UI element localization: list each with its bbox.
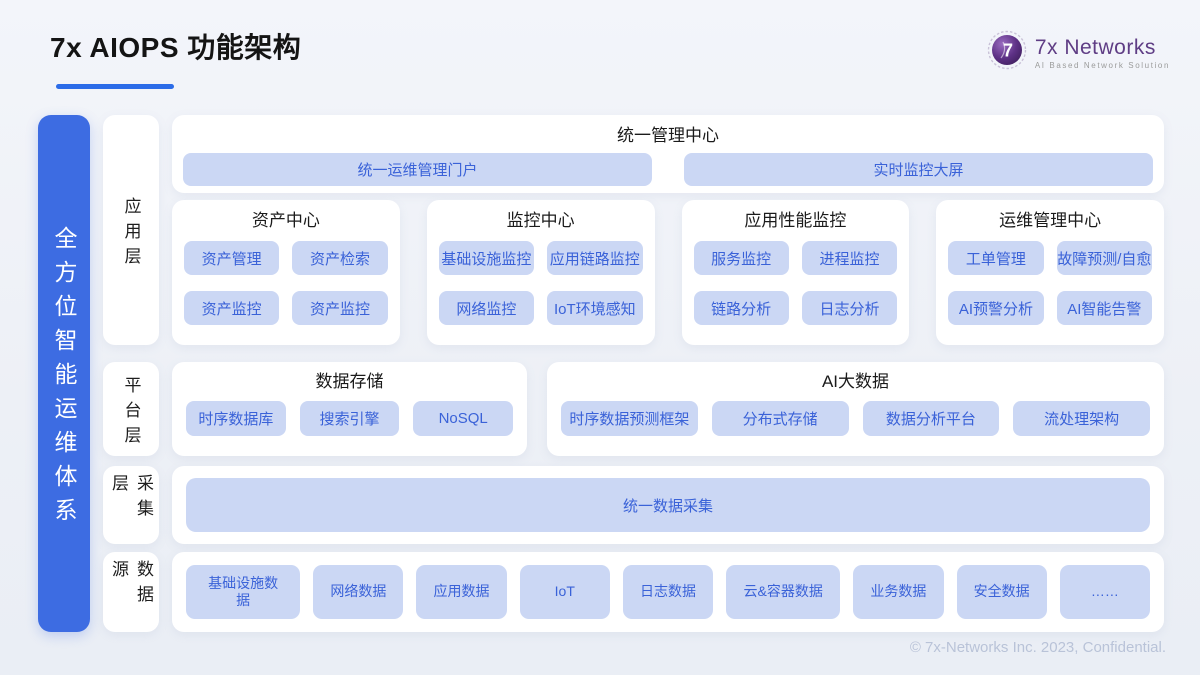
feature-pill: 时序数据预测框架 — [561, 401, 698, 436]
layer-label-text: 平台层 — [121, 375, 141, 451]
svg-text:7: 7 — [1003, 41, 1013, 61]
card-ops-management: 运维管理中心 工单管理 故障预测/自愈 AI预警分析 AI智能告警 — [936, 200, 1164, 345]
card-title: AI大数据 — [821, 372, 890, 391]
layer-labels: 应用层 平台层 采集层 数据源 — [103, 115, 159, 632]
logo-name: 7x Networks — [1034, 35, 1156, 59]
pill-grid: 服务监控 进程监控 链路分析 日志分析 — [693, 241, 898, 325]
side-banner-text: 全方位智能运维体系 — [51, 226, 77, 532]
feature-pill: 网络监控 — [438, 291, 535, 325]
feature-pill: 日志分析 — [801, 291, 898, 325]
card-ai-bigdata: AI大数据 时序数据预测框架 分布式存储 数据分析平台 流处理架构 — [547, 362, 1164, 456]
feature-pill: 资产监控 — [292, 291, 388, 325]
pill-row: 统一运维管理门户 实时监控大屏 — [183, 153, 1153, 186]
card-asset-center: 资产中心 资产管理 资产检索 资产监控 资产监控 — [172, 200, 400, 345]
layer-label-text: 数据源 — [109, 560, 153, 610]
feature-pill: 进程监控 — [801, 241, 898, 275]
pill-grid: 资产管理 资产检索 资产监控 资产监控 — [184, 241, 388, 325]
main-column: 统一管理中心 统一运维管理门户 实时监控大屏 资产中心 资产管理 资产检索 资产… — [172, 115, 1164, 632]
feature-pill: 统一数据采集 — [186, 478, 1150, 532]
logo-icon: 7 — [987, 30, 1027, 75]
pill-grid: 基础设施监控 应用链路监控 网络监控 IoT环境感知 — [438, 241, 643, 325]
feature-pill: 安全数据 — [956, 565, 1047, 619]
feature-pill: 时序数据库 — [186, 401, 286, 436]
layer-label-platform: 平台层 — [103, 362, 159, 456]
layer-label-datasource: 数据源 — [103, 552, 159, 632]
title-underline — [56, 84, 174, 89]
card-title: 资产中心 — [251, 211, 320, 230]
feature-pill: 资产监控 — [184, 291, 280, 325]
card-data-collection: 统一数据采集 — [172, 466, 1164, 544]
architecture-diagram: 全方位智能运维体系 应用层 平台层 采集层 数据源 统一管理中心 统一运维管理门… — [38, 115, 1164, 632]
feature-pill: 云&容器数据 — [726, 565, 841, 619]
feature-pill: 日志数据 — [622, 565, 714, 619]
card-title: 数据存储 — [315, 372, 384, 391]
layer-label-collection: 采集层 — [103, 466, 159, 544]
card-unified-management: 统一管理中心 统一运维管理门户 实时监控大屏 — [172, 115, 1164, 193]
pill-row: 基础设施数据 网络数据 应用数据 IoT 日志数据 云&容器数据 业务数据 安全… — [186, 565, 1150, 619]
logo-text: 7x Networks AI Based Network Solution — [1035, 36, 1170, 70]
feature-pill: AI预警分析 — [948, 291, 1044, 325]
logo: 7 7x Networks AI Based Network Solution — [987, 30, 1170, 75]
feature-pill: 搜索引擎 — [299, 401, 400, 436]
feature-pill: 工单管理 — [948, 241, 1044, 275]
feature-pill: 应用链路监控 — [547, 241, 643, 275]
layer-label-text: 采集层 — [109, 474, 153, 524]
pill-grid: 工单管理 故障预测/自愈 AI预警分析 AI智能告警 — [948, 241, 1152, 325]
feature-pill: 分布式存储 — [711, 401, 849, 436]
feature-pill: 服务监控 — [693, 241, 789, 275]
logo-tagline: AI Based Network Solution — [1034, 60, 1170, 70]
application-cards-row: 资产中心 资产管理 资产检索 资产监控 资产监控 监控中心 基础设施监控 应用链… — [172, 200, 1164, 345]
feature-pill: NoSQL — [413, 401, 514, 436]
side-banner: 全方位智能运维体系 — [38, 115, 90, 632]
feature-pill: 资产管理 — [184, 241, 280, 275]
copyright: © 7x-Networks Inc. 2023, Confidential. — [909, 639, 1166, 656]
feature-pill: 故障预测/自愈 — [1056, 241, 1152, 275]
pill-row: 时序数据预测框架 分布式存储 数据分析平台 流处理架构 — [561, 401, 1150, 436]
feature-pill: …… — [1059, 565, 1150, 619]
feature-pill: 流处理架构 — [1013, 401, 1150, 436]
feature-pill: 统一运维管理门户 — [183, 153, 652, 186]
feature-pill: 应用数据 — [416, 565, 507, 619]
feature-pill: 资产检索 — [292, 241, 388, 275]
feature-pill: 业务数据 — [853, 565, 944, 619]
card-title: 监控中心 — [506, 211, 575, 230]
feature-pill: 基础设施监控 — [438, 241, 535, 275]
card-monitoring-center: 监控中心 基础设施监控 应用链路监控 网络监控 IoT环境感知 — [426, 200, 655, 345]
card-data-sources: 基础设施数据 网络数据 应用数据 IoT 日志数据 云&容器数据 业务数据 安全… — [172, 552, 1164, 632]
card-apm: 应用性能监控 服务监控 进程监控 链路分析 日志分析 — [681, 200, 910, 345]
feature-pill: IoT — [519, 565, 610, 619]
feature-pill: 实时监控大屏 — [684, 153, 1153, 186]
card-title: 统一管理中心 — [617, 126, 719, 145]
feature-pill: 网络数据 — [313, 565, 404, 619]
card-data-storage: 数据存储 时序数据库 搜索引擎 NoSQL — [172, 362, 527, 456]
card-title: 应用性能监控 — [744, 211, 847, 230]
feature-pill: 数据分析平台 — [862, 401, 1000, 436]
platform-cards-row: 数据存储 时序数据库 搜索引擎 NoSQL AI大数据 时序数据预测框架 分布式… — [172, 362, 1164, 456]
feature-pill: 基础设施数据 — [186, 565, 301, 619]
pill-row: 时序数据库 搜索引擎 NoSQL — [186, 401, 514, 436]
card-title: 运维管理中心 — [999, 211, 1102, 230]
feature-pill: AI智能告警 — [1056, 291, 1152, 325]
feature-pill: 链路分析 — [693, 291, 789, 325]
feature-pill: IoT环境感知 — [547, 291, 643, 325]
page-title: 7x AIOPS 功能架构 — [50, 32, 302, 63]
layer-label-application: 应用层 — [103, 115, 159, 345]
layer-label-text: 应用层 — [121, 196, 141, 272]
